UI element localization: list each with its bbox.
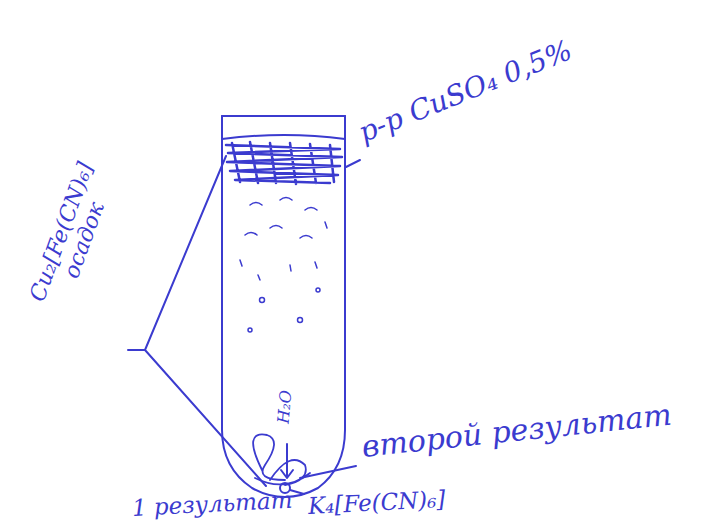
annotation-label: второй результат	[360, 398, 673, 463]
annotation-label: H₂O	[275, 389, 295, 424]
annotation-label: 1 результат	[131, 488, 293, 522]
solution-layer	[226, 142, 342, 184]
water-arrow	[281, 444, 293, 478]
leader-line	[128, 156, 266, 486]
leader-line	[346, 160, 360, 167]
annotation-label: р-р CuSO₄ 0,5%	[354, 35, 576, 149]
leader-line	[300, 466, 356, 478]
precipitate-flakes	[240, 198, 327, 281]
tube-rim	[222, 116, 345, 139]
annotation-label: K₄[Fe(CN)₆]	[307, 487, 446, 519]
test-tube	[222, 116, 345, 497]
annotation-label: Cu₂[Fe(CN)₆] осадок	[18, 139, 128, 334]
